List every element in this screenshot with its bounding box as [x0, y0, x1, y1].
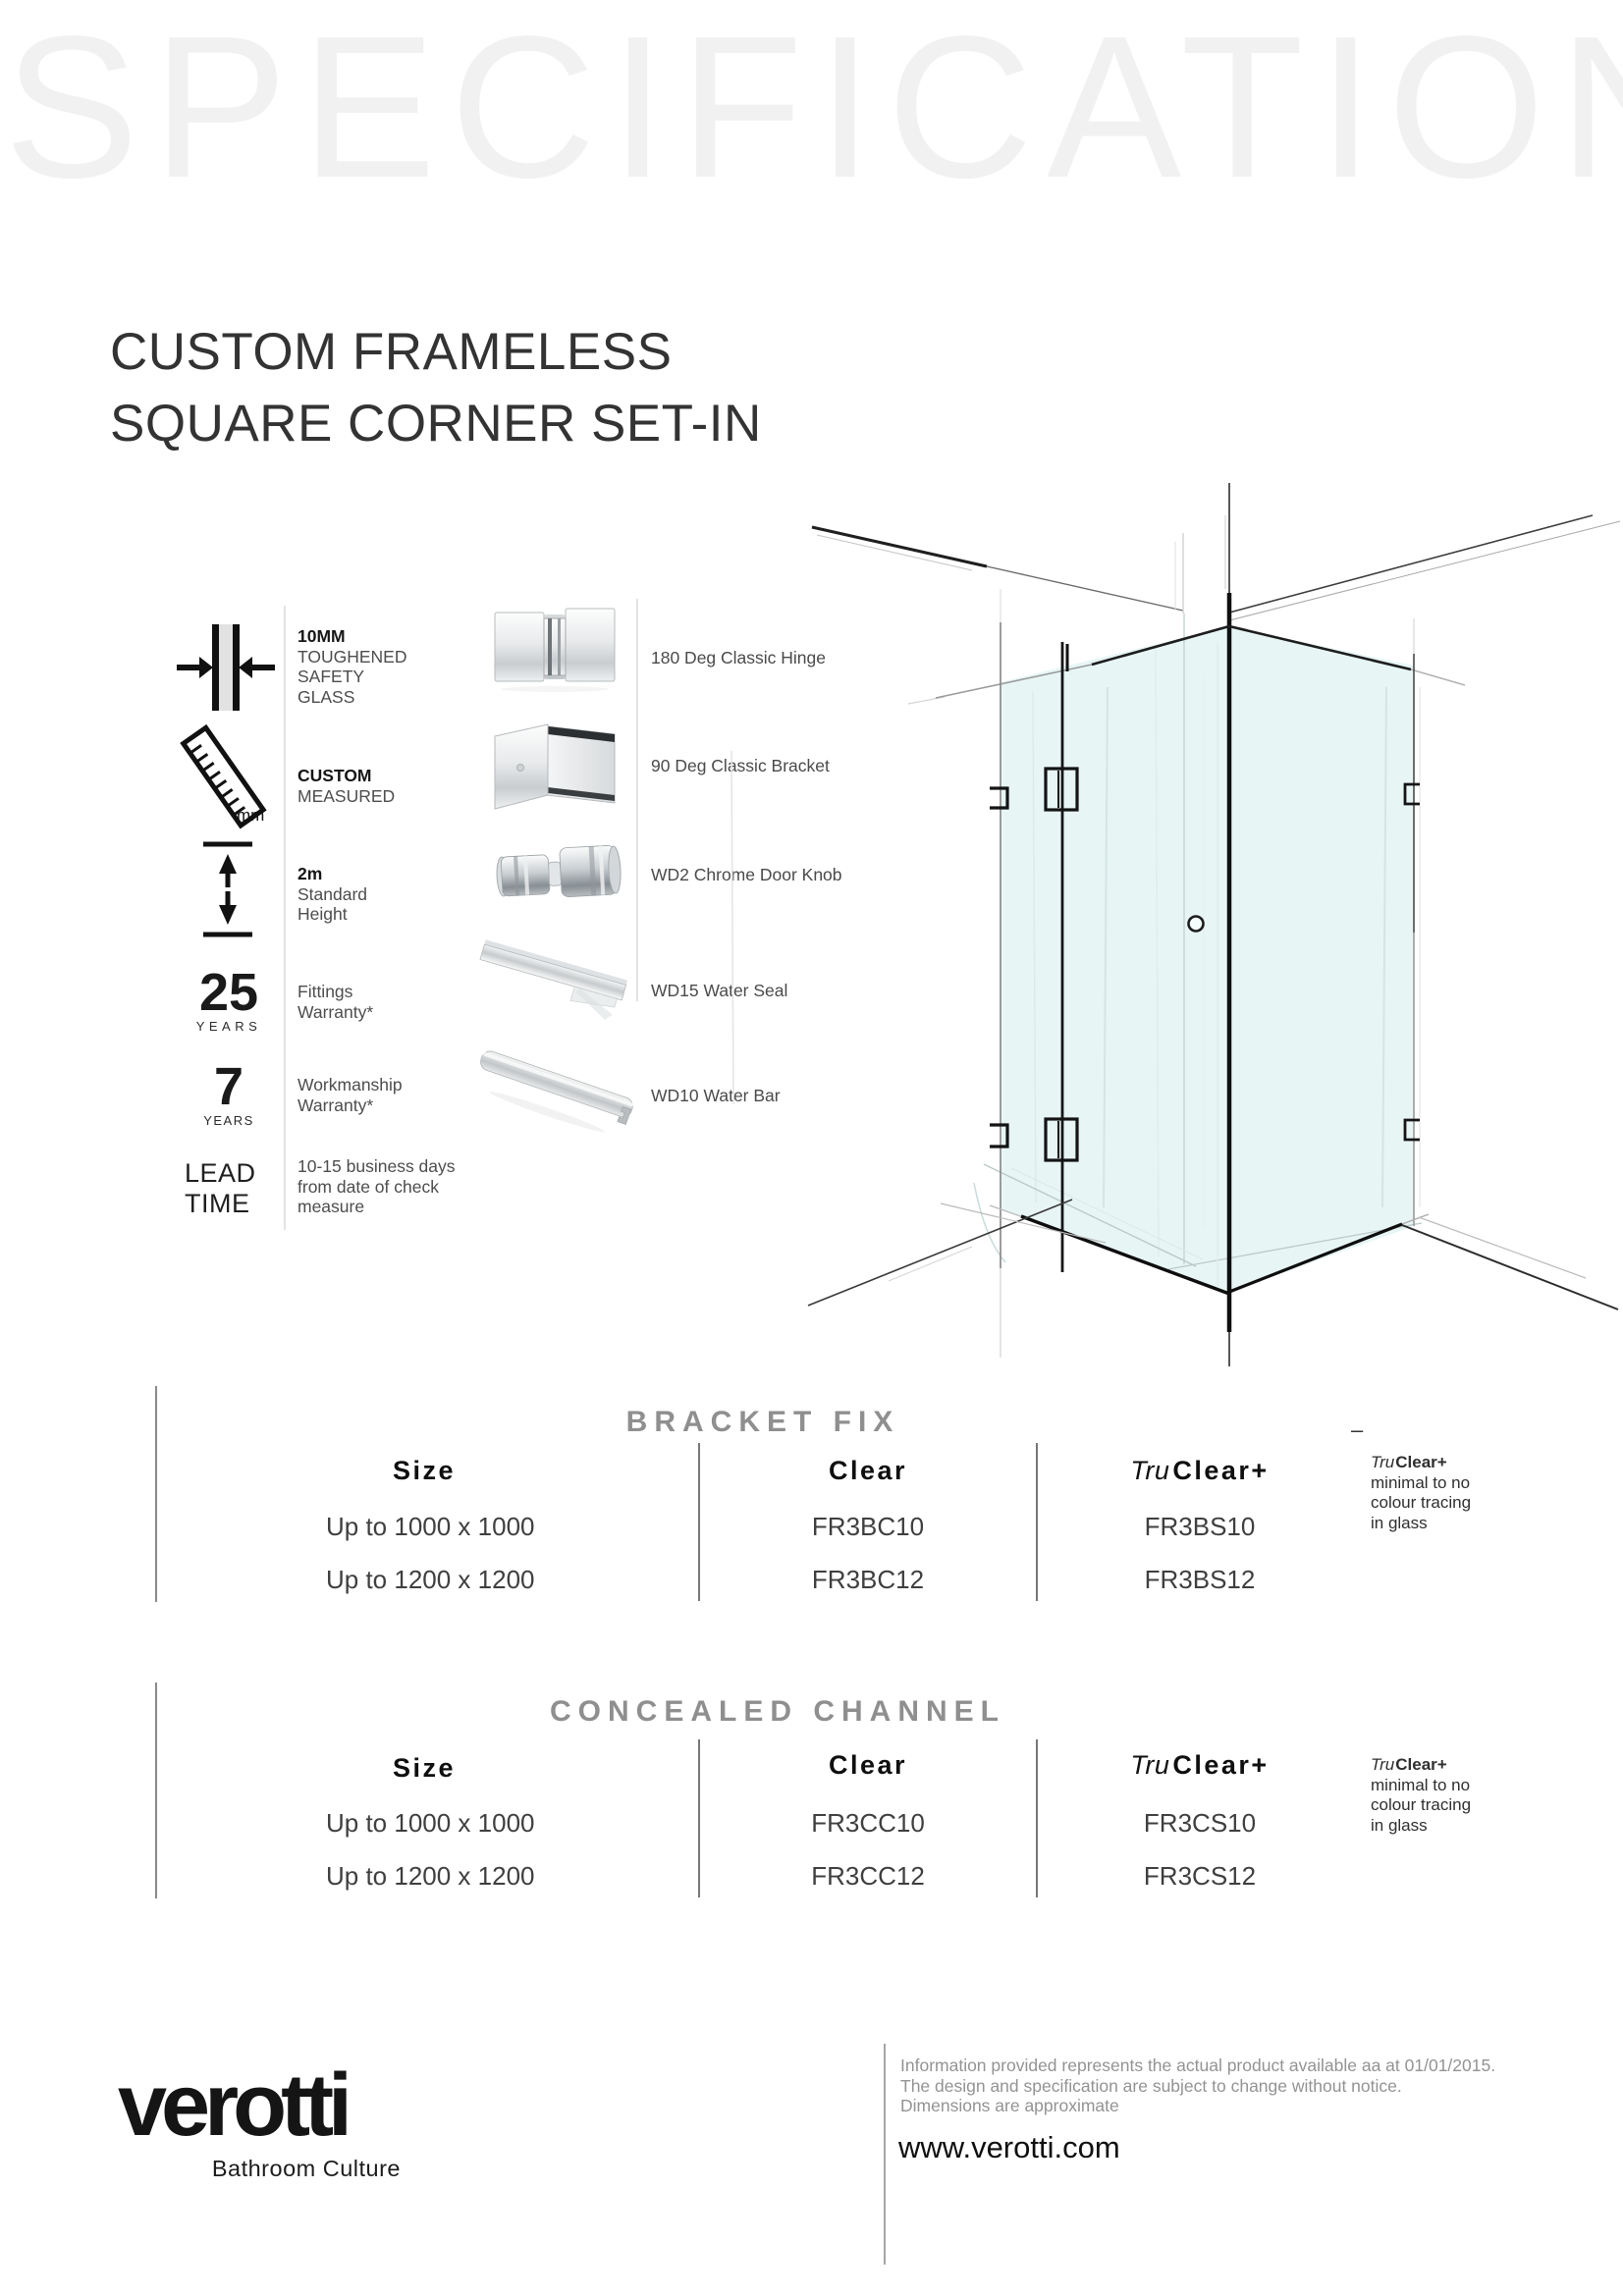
table2-divider-2	[1036, 1739, 1038, 1897]
feature-lead-time: 10-15 business days from date of check m…	[298, 1156, 456, 1216]
product-column-divider	[636, 599, 638, 1001]
table1-left-rule	[155, 1386, 157, 1602]
height-range-icon	[203, 841, 252, 937]
sketch-door-knob	[1187, 915, 1205, 933]
feature-fittings-warranty: Fittings Warranty*	[298, 982, 374, 1022]
table2-divider-1	[698, 1739, 700, 1897]
table1-row1-clear: FR3BC10	[811, 1512, 925, 1541]
feature-column-divider	[284, 606, 286, 1230]
feature-height-title: 2m	[298, 864, 323, 883]
table2-row2-tru: FR3CS12	[1143, 1861, 1257, 1891]
glass-thickness-icon	[177, 624, 275, 711]
lead-time-badge: LEAD TIME	[185, 1158, 256, 1218]
table1-col-size: Size	[392, 1456, 457, 1485]
table1-heading: BRACKET FIX	[625, 1406, 900, 1438]
feature-measured-title: CUSTOM	[298, 766, 372, 785]
page-title: CUSTOM FRAMELESS SQUARE CORNER SET-IN	[110, 316, 762, 459]
footer-disclaimer: Information provided represents the actu…	[900, 2056, 1496, 2115]
feature-height: 2m Standard Height	[298, 864, 368, 924]
table1-row1-size: Up to 1000 x 1000	[326, 1512, 535, 1541]
table2-note: TruClear+ minimal to no colour tracing i…	[1371, 1755, 1472, 1835]
door-knob-image	[496, 845, 622, 897]
svg-text:mm: mm	[237, 806, 264, 825]
hinge-image	[494, 608, 616, 692]
table2-col-clear: Clear	[828, 1750, 908, 1780]
feature-measured: CUSTOM MEASURED	[298, 766, 396, 806]
table2-col-size: Size	[392, 1753, 457, 1783]
table1-row2-clear: FR3BC12	[811, 1565, 925, 1594]
table1-row2-tru: FR3BS12	[1144, 1565, 1256, 1594]
feature-workmanship-warranty: Workmanship Warranty*	[298, 1075, 403, 1115]
corner-bracket-image	[494, 723, 616, 810]
page-title-line2: SQUARE CORNER SET-IN	[110, 395, 762, 453]
water-seal-image	[479, 939, 627, 1020]
ruler-icon: mm	[180, 723, 267, 829]
table1-note: TruClear+ minimal to no colour tracing i…	[1371, 1453, 1472, 1532]
table1-col-clear: Clear	[828, 1456, 908, 1485]
table2-row2-size: Up to 1200 x 1200	[326, 1861, 535, 1891]
table2-row1-tru: FR3CS10	[1143, 1808, 1257, 1838]
feature-glass: 10MM TOUGHENED SAFETY GLASS	[298, 626, 407, 707]
product-label-knob: WD2 Chrome Door Knob	[651, 865, 842, 884]
footer-website[interactable]: www.verotti.com	[898, 2130, 1120, 2164]
table2-left-rule	[155, 1682, 157, 1898]
table2-row1-size: Up to 1000 x 1000	[326, 1808, 535, 1838]
table1-row2-size: Up to 1200 x 1200	[326, 1565, 535, 1594]
7-years-badge: 7 YEARS	[203, 1057, 254, 1128]
table1-divider-2	[1036, 1443, 1038, 1601]
table2-heading: CONCEALED CHANNEL	[550, 1695, 1005, 1728]
product-label-hinge: 180 Deg Classic Hinge	[651, 648, 827, 667]
table1-row1-tru: FR3BS10	[1144, 1512, 1256, 1541]
logo-tagline: Bathroom Culture	[211, 2156, 401, 2181]
feature-glass-title: 10MM	[298, 626, 346, 646]
water-bar-image	[480, 1050, 634, 1133]
table2-row2-clear: FR3CC12	[811, 1861, 925, 1891]
verotti-logo: verotti	[118, 2056, 352, 2155]
table2-row1-clear: FR3CC10	[811, 1808, 925, 1838]
table1-divider-1	[698, 1443, 700, 1601]
product-label-bar: WD10 Water Bar	[651, 1086, 781, 1105]
product-label-seal: WD15 Water Seal	[651, 981, 788, 1000]
table1-note-dash: –	[1351, 1417, 1364, 1442]
product-label-bracket: 90 Deg Classic Bracket	[651, 756, 830, 775]
footer-rule	[884, 2044, 886, 2265]
25-years-badge: 25 YEARS	[195, 963, 262, 1034]
page-title-line1: CUSTOM FRAMELESS	[110, 323, 673, 381]
watermark-text: SPECIFICATION	[4, 0, 1623, 220]
